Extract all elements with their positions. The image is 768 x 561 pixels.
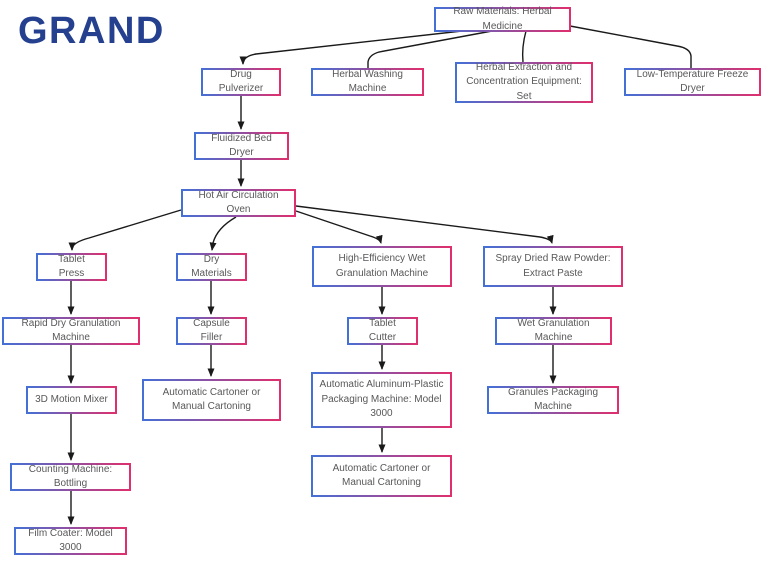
- node-capsule-filler: Capsule Filler: [176, 317, 247, 345]
- node-label: Automatic Cartoner or Manual Cartoning: [162, 386, 261, 413]
- node-aluminum-plastic-packaging-machine: Automatic Aluminum-Plastic Packaging Mac…: [311, 372, 452, 428]
- node-automatic-cartoner-capsule: Automatic Cartoner or Manual Cartoning: [142, 379, 281, 421]
- node-high-efficiency-wet-granulation-machine: High-Efficiency Wet Granulation Machine: [312, 246, 452, 287]
- node-raw-materials: Raw Materials: Herbal Medicine: [434, 6, 571, 32]
- node-fluidized-bed-dryer: Fluidized Bed Dryer: [194, 132, 289, 160]
- node-label: Hot Air Circulation Oven: [198, 189, 279, 216]
- node-label: Low-Temperature Freeze Dryer: [636, 68, 749, 95]
- node-label: Automatic Aluminum-Plastic Packaging Mac…: [319, 379, 444, 420]
- node-label: Raw Materials: Herbal Medicine: [453, 6, 552, 32]
- node-tablet-press: Tablet Press: [36, 253, 107, 281]
- node-label: Herbal Washing Machine: [332, 68, 403, 95]
- node-label: Spray Dried Raw Powder: Extract Paste: [495, 253, 611, 279]
- node-label: Automatic Cartoner or Manual Cartoning: [332, 462, 431, 489]
- node-counting-machine-bottling: Counting Machine: Bottling: [10, 463, 131, 491]
- node-label: 3D Motion Mixer: [35, 393, 108, 405]
- node-automatic-cartoner-tablet: Automatic Cartoner or Manual Cartoning: [311, 455, 452, 497]
- node-rapid-dry-granulation-machine: Rapid Dry Granulation Machine: [2, 317, 140, 345]
- node-label: Drug Pulverizer: [218, 68, 264, 95]
- node-label: Counting Machine: Bottling: [28, 463, 113, 490]
- node-label: Tablet Cutter: [368, 317, 397, 344]
- node-3d-motion-mixer: 3D Motion Mixer: [26, 386, 117, 414]
- node-drug-pulverizer: Drug Pulverizer: [201, 68, 281, 96]
- node-label: Film Coater: Model 3000: [28, 527, 113, 554]
- node-label: High-Efficiency Wet Granulation Machine: [335, 253, 429, 279]
- node-label: Granules Packaging Machine: [507, 386, 599, 413]
- edges: [67, 25, 692, 525]
- node-wet-granulation-machine: Wet Granulation Machine: [495, 317, 612, 345]
- node-tablet-cutter: Tablet Cutter: [347, 317, 418, 345]
- node-herbal-extraction-concentration: Herbal Extraction and Concentration Equi…: [455, 62, 593, 103]
- node-label: Wet Granulation Machine: [517, 317, 590, 344]
- node-herbal-washing-machine: Herbal Washing Machine: [311, 68, 424, 96]
- node-hot-air-circulation-oven: Hot Air Circulation Oven: [181, 189, 296, 217]
- node-label: Herbal Extraction and Concentration Equi…: [466, 61, 582, 102]
- node-label: Tablet Press: [58, 253, 85, 280]
- node-film-coater: Film Coater: Model 3000: [14, 527, 127, 555]
- node-label: Rapid Dry Granulation Machine: [21, 317, 121, 344]
- node-granules-packaging-machine: Granules Packaging Machine: [487, 386, 619, 414]
- node-spray-dried-raw-powder: Spray Dried Raw Powder: Extract Paste: [483, 246, 623, 287]
- node-label: Fluidized Bed Dryer: [211, 132, 272, 159]
- node-label: Capsule Filler: [193, 317, 230, 344]
- node-dry-materials: Dry Materials: [176, 253, 247, 281]
- node-low-temperature-freeze-dryer: Low-Temperature Freeze Dryer: [624, 68, 761, 96]
- grand-logo: GRAND: [18, 10, 165, 52]
- node-label: Dry Materials: [191, 253, 232, 280]
